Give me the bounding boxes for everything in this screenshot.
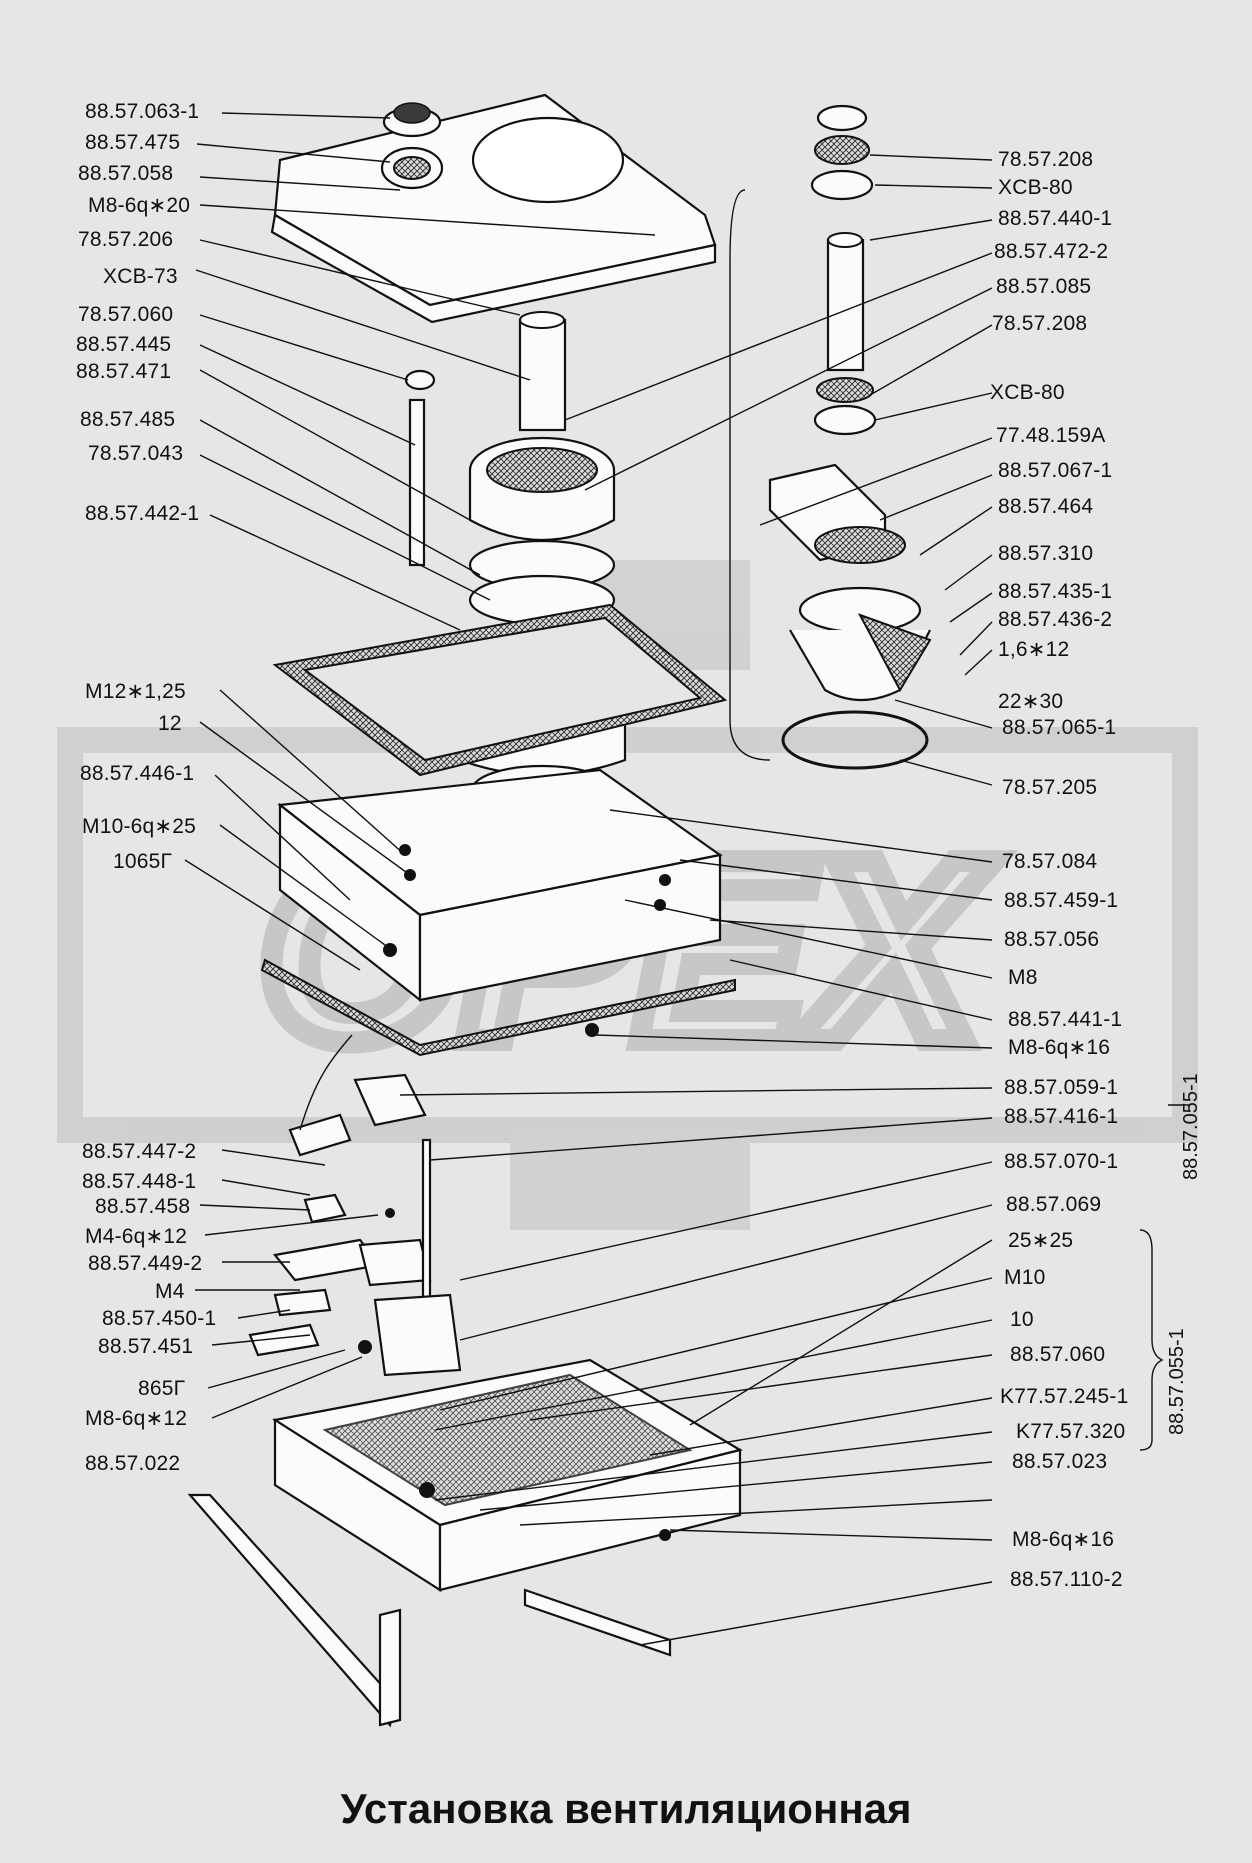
part-label: 88.57.056 — [1004, 928, 1100, 951]
part-label: 88.57.070-1 — [1004, 1150, 1119, 1173]
part-label: K77.57.245-1 — [1000, 1385, 1129, 1408]
part-label: 88.57.059-1 — [1004, 1076, 1119, 1099]
part-label: 88.57.069 — [1006, 1193, 1102, 1216]
part-label: 88.57.058 — [78, 162, 174, 185]
part-label: 865Г — [138, 1377, 186, 1400]
part-label: 88.57.441-1 — [1008, 1008, 1123, 1031]
part-label: 88.57.464 — [998, 495, 1094, 518]
part-label: 88.57.475 — [85, 131, 181, 154]
part-label: 88.57.085 — [996, 275, 1092, 298]
part-label: 88.57.450-1 — [102, 1307, 217, 1330]
part-label: 88.57.471 — [76, 360, 172, 383]
part-label: 88.57.442-1 — [85, 502, 200, 525]
part-label: 88.57.067-1 — [998, 459, 1113, 482]
part-label: M12∗1,25 — [85, 680, 186, 703]
part-label: 88.57.310 — [998, 542, 1094, 565]
bracket-parts — [248, 1034, 462, 1377]
part-label: 25∗25 — [1008, 1229, 1074, 1252]
part-label: 88.57.447-2 — [82, 1140, 197, 1163]
part-label: M8-6q∗16 — [1008, 1036, 1111, 1059]
part-label: 88.57.416-1 — [1004, 1105, 1119, 1128]
part-label: 88.57.448-1 — [82, 1170, 197, 1193]
part-label: XCB-80 — [990, 381, 1065, 404]
part-label: 88.57.436-2 — [998, 608, 1113, 631]
part-label: 88.57.449-2 — [88, 1252, 203, 1275]
right-duct — [729, 104, 932, 770]
part-label: 88.57.445 — [76, 333, 172, 356]
group-brackets — [1139, 1104, 1190, 1451]
upper-gasket — [272, 603, 728, 777]
part-label: M4 — [155, 1280, 185, 1303]
part-label: M8-6q∗16 — [1012, 1528, 1115, 1551]
part-label: 88.57.110-2 — [1010, 1568, 1123, 1591]
part-label: 88.57.060 — [1010, 1343, 1106, 1366]
bottom-tray — [187, 1358, 743, 1728]
part-label: 78.57.208 — [998, 148, 1094, 171]
part-label: M8-6q∗12 — [85, 1407, 188, 1430]
part-label: 88.57.459-1 — [1004, 889, 1119, 912]
part-label: M8-6q∗20 — [88, 194, 191, 217]
part-label: 77.48.159A — [996, 424, 1106, 447]
part-label: 12 — [158, 712, 182, 735]
part-label: 78.57.060 — [78, 303, 174, 326]
part-label: M8 — [1008, 966, 1038, 989]
top-cover — [270, 93, 717, 324]
part-label: 1,6∗12 — [998, 638, 1070, 661]
part-label: 88.57.435-1 — [998, 580, 1113, 603]
part-label: 88.57.451 — [98, 1335, 194, 1358]
part-label: M10-6q∗25 — [82, 815, 196, 838]
part-label: 88.57.065-1 — [1002, 716, 1117, 739]
part-label: 22∗30 — [998, 690, 1064, 713]
part-label: 88.57.446-1 — [80, 762, 195, 785]
part-label: 88.57.063-1 — [85, 100, 200, 123]
part-label: 78.57.208 — [992, 312, 1088, 335]
part-label: 88.57.458 — [95, 1195, 191, 1218]
group-label-upper: 88.57.055-1 — [1180, 1073, 1202, 1180]
part-label: 88.57.023 — [1012, 1450, 1108, 1473]
part-label: 88.57.472-2 — [994, 240, 1109, 263]
part-label: 78.57.043 — [88, 442, 184, 465]
part-label: M10 — [1004, 1266, 1046, 1289]
part-label: M4-6q∗12 — [85, 1225, 188, 1248]
part-label: 88.57.022 — [85, 1452, 181, 1475]
middle-housing — [260, 768, 736, 1057]
page-title: Установка вентиляционная — [340, 1785, 912, 1832]
part-label: XCB-73 — [103, 265, 178, 288]
part-label: XCB-80 — [998, 176, 1073, 199]
part-label: 88.57.485 — [80, 408, 176, 431]
part-label: 10 — [1010, 1308, 1034, 1331]
part-label: 78.57.084 — [1002, 850, 1098, 873]
part-label: 1065Г — [113, 850, 173, 873]
part-label: 88.57.440-1 — [998, 207, 1113, 230]
group-label-lower: 88.57.055-1 — [1166, 1328, 1188, 1435]
leader-lines — [184, 112, 993, 1646]
part-label: 78.57.205 — [1002, 776, 1098, 799]
part-label: K77.57.320 — [1016, 1420, 1126, 1443]
part-label: 78.57.206 — [78, 228, 174, 251]
